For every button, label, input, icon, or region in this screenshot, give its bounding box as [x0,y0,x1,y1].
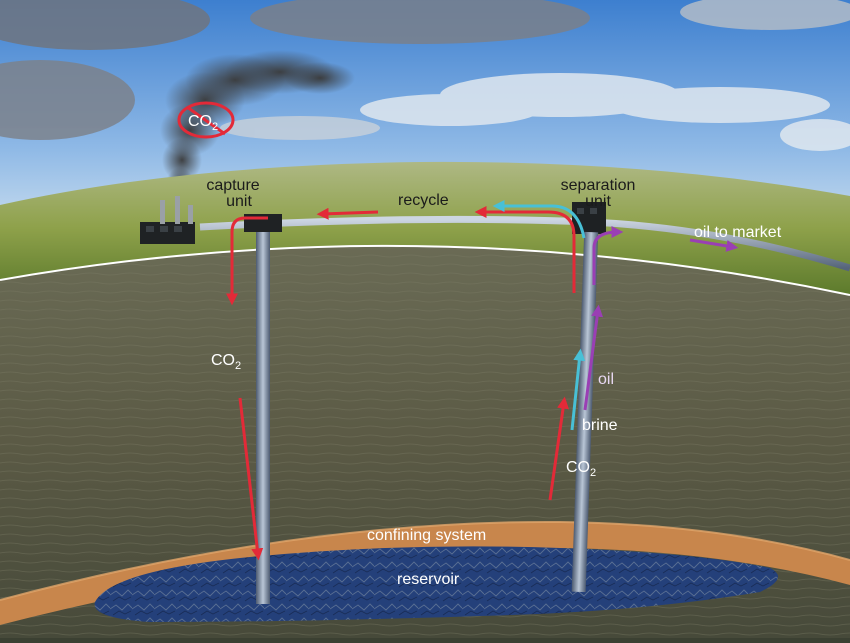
oil-up-arrow [583,304,604,411]
capture-unit-label-line2: unit [226,193,252,210]
reservoir-label: reservoir [397,571,460,588]
recycle-label: recycle [398,192,449,209]
brine-label: brine [582,417,618,434]
co2-up-arrow [548,396,570,501]
separation-unit-label-line1: separation [561,177,636,194]
brine-arrow-top [492,200,586,239]
grass-surface [0,161,850,295]
oil-label: oil [598,371,614,388]
co2-down-label: CO2 [211,352,241,372]
oil-to-market-label: oil to market [694,224,782,241]
oil-arrow-top [592,226,624,285]
confining-system-label: confining system [367,527,486,544]
smoke-co2-label: CO2 [188,113,218,133]
brine-up-arrow [570,348,586,431]
no-co2-icon: CO2 [177,101,235,139]
co2-down-arrow-bottom [238,397,264,561]
surface-line [0,244,850,296]
capture-unit-label-line1: capture [206,177,259,194]
co2-up-label: CO2 [566,459,596,479]
co2-down-arrow-top [226,216,268,306]
clouds [0,0,850,151]
production-well [571,231,599,593]
recycle-arrow-right [474,206,576,293]
smoke-plume [160,50,355,203]
injection-well [256,232,270,604]
recycle-arrow-left [316,207,379,220]
oil-to-market-arrow [689,238,739,252]
confining-layer [0,521,850,625]
separation-unit-label-line2: unit [585,193,611,210]
